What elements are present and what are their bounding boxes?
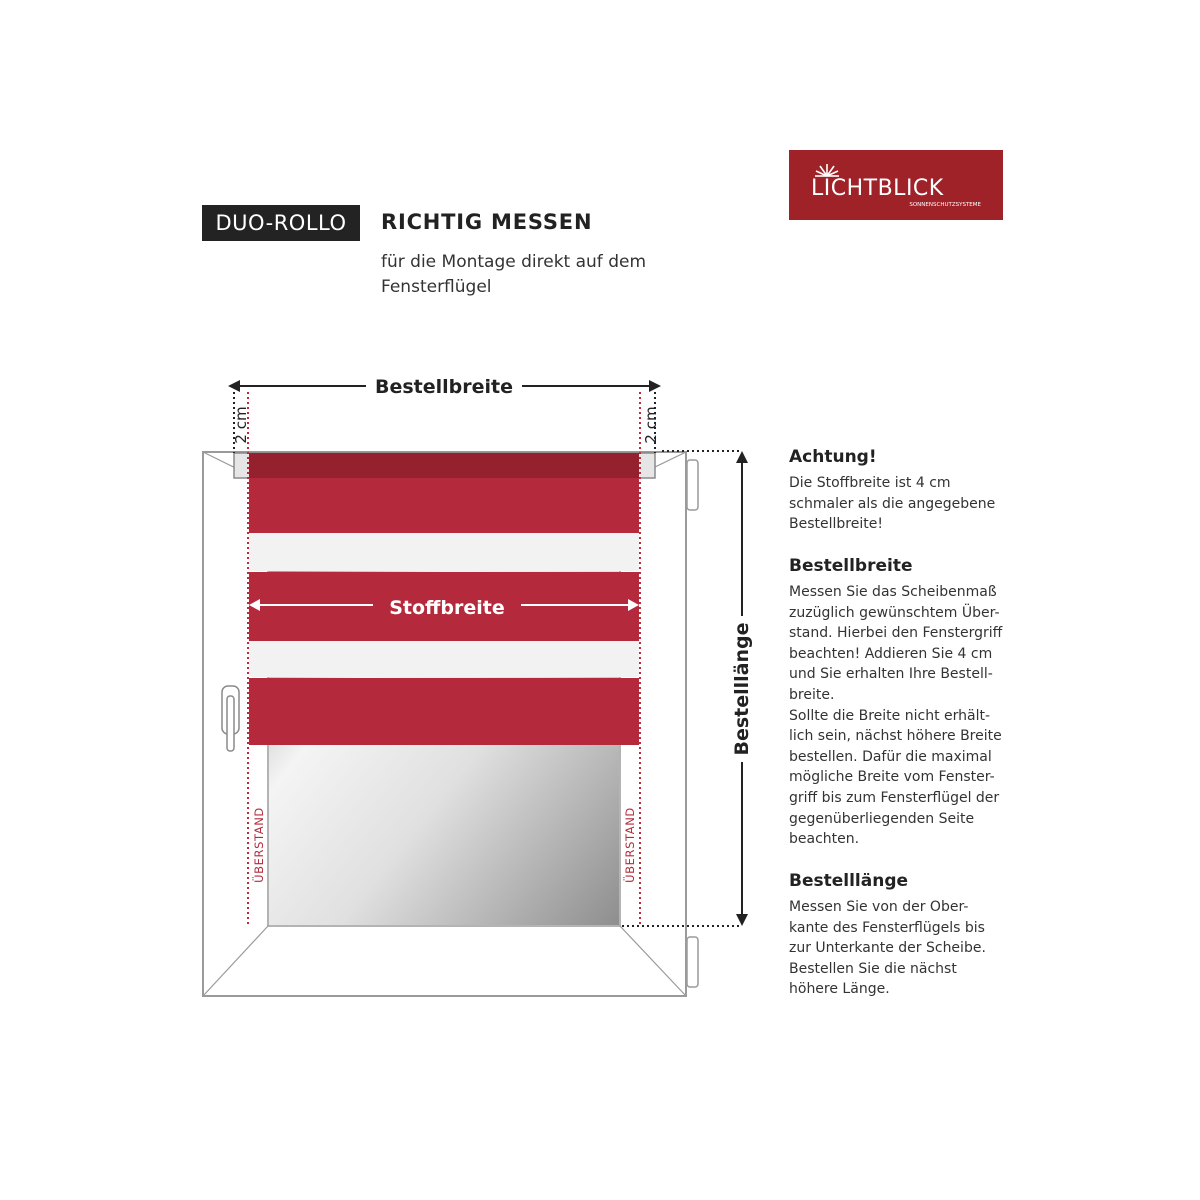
brand-tagline: SONNENSCHUTZSYSTEME — [909, 202, 981, 208]
hinge-top — [686, 459, 699, 511]
blind-top-cassette — [249, 453, 639, 478]
section-heading: Bestellbreite — [789, 556, 913, 576]
page-subtitle: für die Montage direkt auf dem Fensterfl… — [381, 252, 647, 297]
blind-band — [249, 678, 639, 745]
bestelllaenge-label: Bestelllänge — [731, 622, 753, 755]
section-achtung: Achtung! Die Stoffbreite ist 4 cm schmal… — [789, 447, 1029, 535]
brand-name: LICHTBLICK — [811, 176, 944, 201]
sun-rays-icon: LICHTBLICK SONNENSCHUTZSYSTEME — [811, 164, 982, 208]
window-handle — [221, 685, 240, 752]
two-cm-left-label: 2 cm — [232, 406, 250, 443]
fabric-sheer-band — [249, 533, 639, 571]
bestelllaenge-arrow — [736, 451, 748, 926]
two-cm-right-label: 2 cm — [642, 406, 660, 443]
stoffbreite-label: Stoffbreite — [389, 597, 505, 619]
brand-logo: LICHTBLICK SONNENSCHUTZSYSTEME — [789, 150, 1003, 220]
product-badge: DUO-ROLLO — [202, 205, 360, 241]
section-heading: Bestelllänge — [789, 871, 909, 891]
stoffbreite-arrow — [249, 599, 639, 611]
section-text: Messen Sie von der Ober- kante des Fenst… — [789, 899, 986, 998]
section-text: Messen Sie das Scheibenmaß zuzüglich gew… — [789, 584, 1003, 848]
section-bestelllaenge: Bestelllänge Messen Sie von der Ober- ka… — [789, 871, 1029, 1000]
ueberstand-label-left: ÜBERSTAND — [250, 807, 266, 883]
hinge-bottom — [686, 936, 699, 988]
blind-band — [249, 572, 639, 641]
section-heading: Achtung! — [789, 447, 877, 467]
bestellbreite-arrow — [228, 380, 661, 392]
fabric-sheer-band — [249, 641, 639, 677]
page-title: RICHTIG MESSEN — [381, 210, 593, 234]
bestellbreite-label: Bestellbreite — [375, 376, 513, 398]
ueberstand-label-right: ÜBERSTAND — [621, 807, 637, 883]
section-text: Die Stoffbreite ist 4 cm schmaler als di… — [789, 475, 996, 533]
section-bestellbreite: Bestellbreite Messen Sie das Scheibenmaß… — [789, 556, 1029, 850]
